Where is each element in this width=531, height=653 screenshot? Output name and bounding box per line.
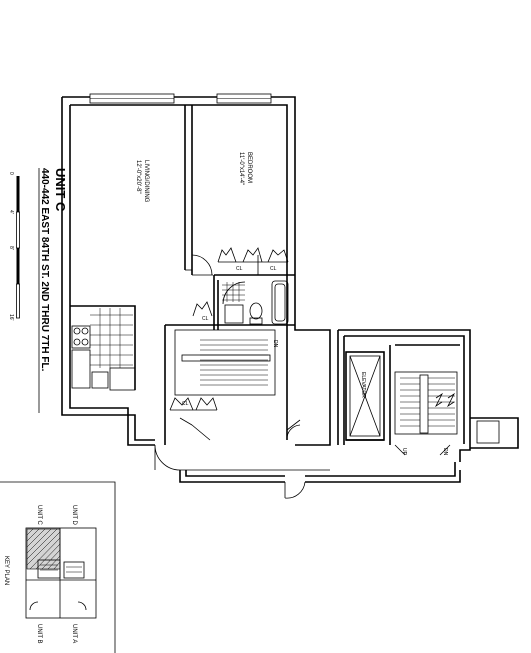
living-dining-dims: 12'-0"x20'-8" — [135, 160, 141, 194]
core: ELEVATOR UP DN — [337, 329, 519, 462]
scale-tick-4: 4' — [8, 210, 14, 214]
key-unit-d: UNIT D — [71, 505, 77, 526]
closet-label-2: CL — [270, 266, 277, 272]
closet-label-3: CL — [202, 316, 209, 322]
living-dining-name: LIVING/DINING — [143, 160, 149, 203]
key-plan-title: KEY PLAN — [3, 556, 9, 585]
key-unit-a: UNIT A — [71, 624, 77, 643]
scale-tick-8: 8' — [8, 246, 14, 250]
scale-bar: 0 4' 8' 16' — [8, 172, 20, 321]
stair-down-label-1: DN — [272, 340, 278, 348]
key-unit-b: UNIT B — [36, 624, 42, 644]
key-unit-c: UNIT C — [36, 505, 42, 526]
bedroom-label: BEDROOM 11'-0"x14'-4" — [238, 152, 252, 185]
living-dining-label: LIVING/DINING 12'-0"x20'-8" — [135, 160, 149, 203]
unit-title: UNIT C — [53, 168, 68, 212]
bedroom-dims: 11'-0"x14'-4" — [238, 152, 244, 185]
unit-walls: CL CL CL — [61, 93, 331, 471]
stair-down-label-2: DN — [442, 448, 448, 456]
bedroom-name: BEDROOM — [246, 152, 252, 183]
elevator-label: ELEVATOR — [360, 372, 366, 398]
closet-label-1: CL — [236, 266, 243, 272]
address-text: 440-442 EAST 84TH ST. 2ND THRU 7TH FL. — [39, 168, 50, 372]
scale-tick-16: 16' — [8, 314, 14, 321]
title-block: UNIT C 440-442 EAST 84TH ST. 2ND THRU 7T… — [38, 168, 68, 413]
closet-label-4: CL — [182, 401, 189, 407]
stair-up-label: UP — [401, 448, 407, 456]
key-plan: UNIT C UNIT D UNIT B UNIT A KEY PLAN — [0, 481, 116, 653]
corridor — [179, 462, 461, 499]
scale-tick-0: 0 — [8, 172, 14, 175]
